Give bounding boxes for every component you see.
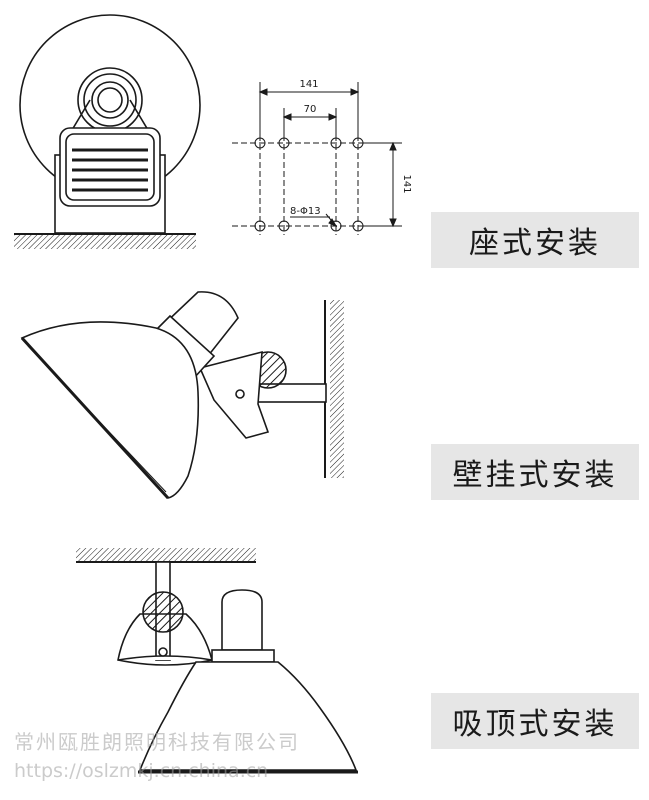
ceiling-bracket xyxy=(117,613,213,666)
hole-pattern-drawing xyxy=(232,82,402,235)
dim-holes: 8-Φ13 xyxy=(290,206,321,217)
lamp-socket-outer xyxy=(77,67,143,133)
watermark-url: https://oslzmkj.cn.china.cn xyxy=(14,760,269,782)
wall-mount-figure xyxy=(20,291,344,500)
wall-mount-label: 壁挂式安装 xyxy=(431,444,639,500)
ceiling-lamp-reflector xyxy=(138,661,358,771)
dim-inner-width: 70 xyxy=(304,104,317,115)
ceiling-mount-figure xyxy=(76,548,358,774)
lamp-gear-box xyxy=(59,127,161,207)
ceiling-pivot-knob xyxy=(142,591,184,633)
seat-mount-label: 座式安装 xyxy=(431,212,639,268)
seat-mount-figure xyxy=(14,14,201,249)
watermark-company: 常州瓯胜朗照明科技有限公司 xyxy=(14,730,300,754)
dim-height: 141 xyxy=(401,174,412,193)
dim-outer-width: 141 xyxy=(299,79,318,90)
wall-lamp-reflector xyxy=(20,321,200,499)
ceiling-mount-label: 吸顶式安装 xyxy=(431,693,639,749)
wall-lamp-neck xyxy=(158,291,239,358)
ceiling-lamp-gear xyxy=(221,589,263,651)
